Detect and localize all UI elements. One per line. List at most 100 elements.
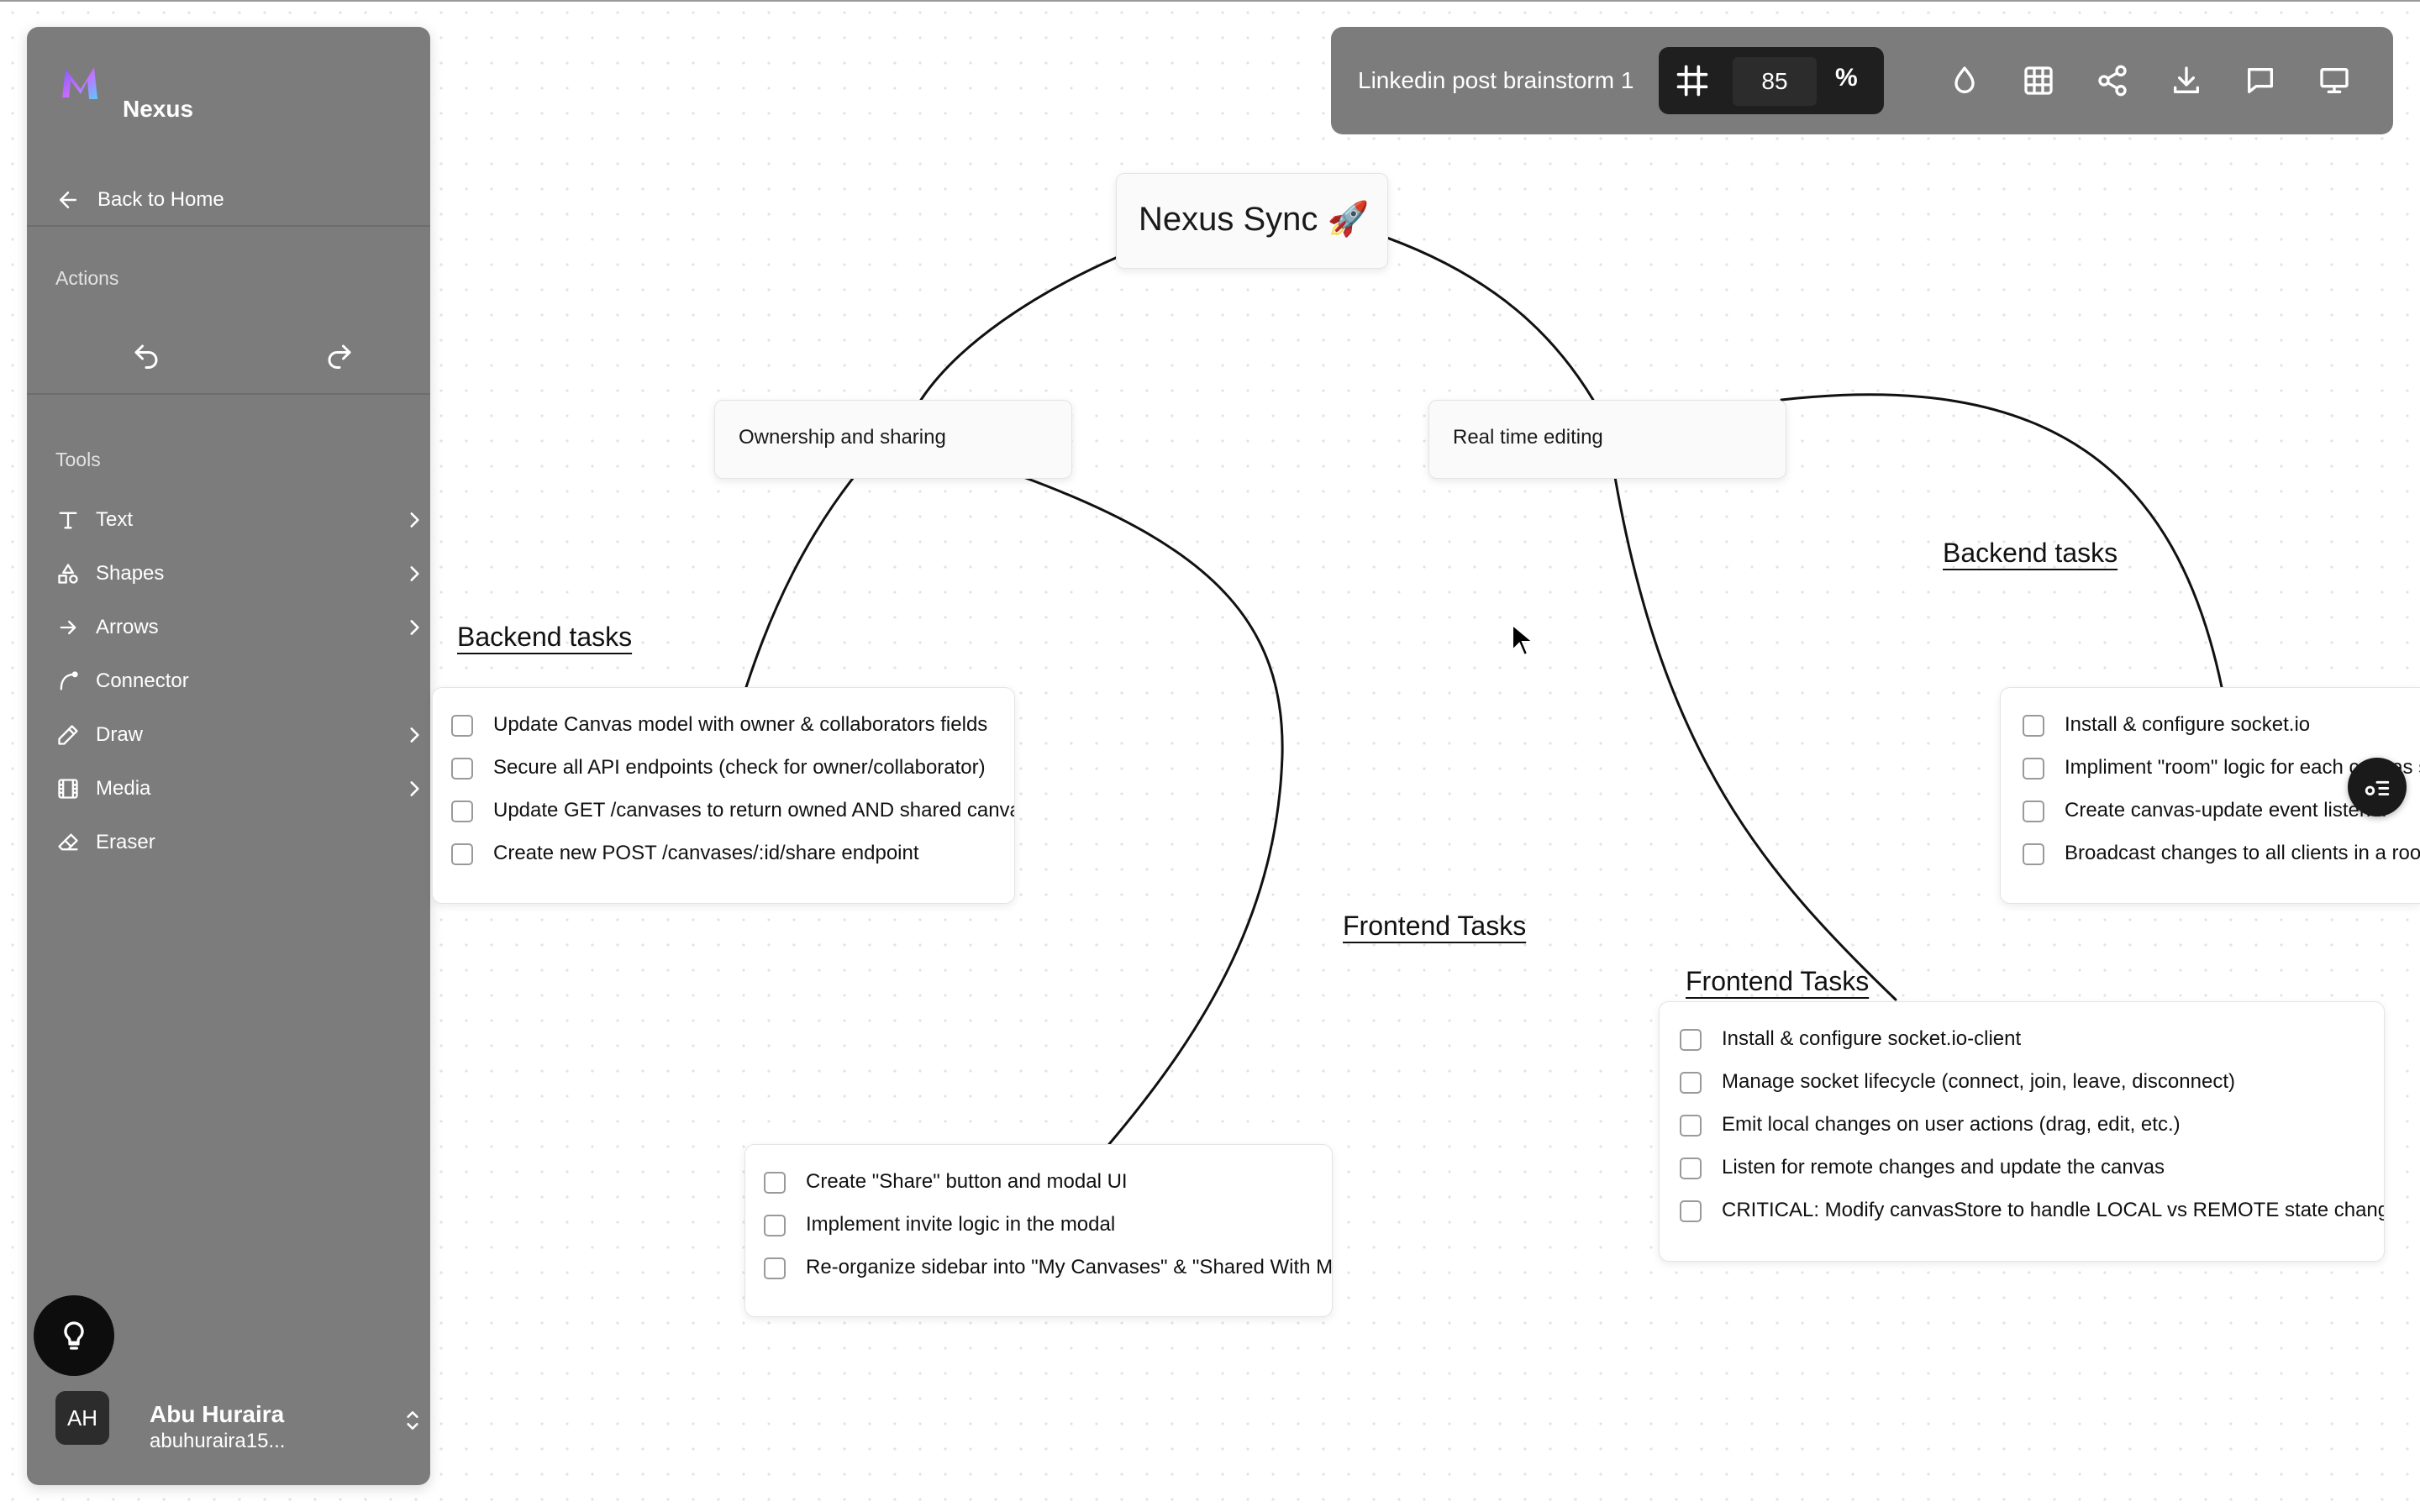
ideas-button[interactable] (34, 1295, 114, 1376)
tool-shapes[interactable]: Shapes (55, 553, 425, 595)
task-label: Re-organize sidebar into "My Canvases" &… (806, 1256, 1333, 1278)
task-label: CRITICAL: Modify canvasStore to handle L… (1722, 1199, 2385, 1221)
task-checkbox[interactable] (1680, 1200, 1702, 1222)
tool-eraser[interactable]: Eraser (55, 822, 425, 864)
comment-icon[interactable] (2244, 64, 2277, 97)
chevron-right-icon (410, 781, 419, 796)
task-label: Update GET /canvases to return owned AND… (493, 799, 1015, 822)
zoom-unit: % (1835, 64, 1858, 92)
color-drop-icon[interactable] (1948, 64, 1981, 97)
edge-ownership-backend (744, 475, 855, 689)
tool-eraser-label: Eraser (96, 831, 155, 853)
presentation-icon[interactable] (2317, 64, 2351, 97)
user-profile-menu[interactable]: AH Abu Huraira abuhuraira15... (55, 1386, 425, 1452)
task-label: Manage socket lifecycle (connect, join, … (1722, 1070, 2235, 1093)
undo-icon[interactable] (131, 341, 161, 371)
task-checkbox[interactable] (2023, 758, 2044, 780)
grid-snap-icon[interactable] (1674, 62, 1711, 99)
tool-draw[interactable]: Draw (55, 714, 425, 756)
list-item: Install & configure socket.io (2001, 706, 2420, 747)
tool-shapes-label: Shapes (96, 562, 165, 585)
task-checkbox[interactable] (1680, 1029, 1702, 1051)
list-item: Update Canvas model with owner & collabo… (433, 706, 1014, 747)
lightbulb-icon (64, 1321, 84, 1350)
task-checkbox[interactable] (1680, 1115, 1702, 1137)
chevron-right-icon (410, 620, 419, 635)
chevron-right-icon (410, 512, 419, 528)
avatar: AH (55, 1391, 109, 1445)
task-checkbox[interactable] (764, 1215, 786, 1236)
branch-node-realtime[interactable]: Real time editing (1428, 400, 1786, 479)
branch-node-label: Ownership and sharing (739, 426, 946, 449)
actions-heading: Actions (55, 267, 119, 289)
mouse-cursor-icon (1512, 623, 1534, 657)
list-item: Create new POST /canvases/:id/share endp… (433, 835, 1014, 875)
list-item: Update GET /canvases to return owned AND… (433, 792, 1014, 832)
task-card-frontend-middle: Create "Share" button and modal UI Imple… (744, 1144, 1333, 1317)
tool-media[interactable]: Media (55, 768, 425, 810)
heading-frontend-tasks-middle[interactable]: Frontend Tasks (1343, 911, 1527, 941)
user-email: abuhuraira15... (150, 1430, 286, 1452)
sidebar-divider (27, 225, 430, 227)
canvas-title[interactable]: Linkedin post brainstorm 1 (1358, 67, 1634, 93)
list-item: Listen for remote changes and update the… (1660, 1149, 2384, 1189)
tool-text[interactable]: Text (55, 499, 425, 541)
arrow-left-icon (60, 192, 76, 208)
task-checkbox[interactable] (451, 715, 473, 737)
task-checkbox[interactable] (451, 801, 473, 822)
shapes-icon (55, 561, 81, 586)
heading-frontend-tasks-right[interactable]: Frontend Tasks (1686, 966, 1870, 996)
task-checkbox[interactable] (451, 758, 473, 780)
sidebar-divider (27, 393, 430, 395)
back-to-home-label: Back to Home (97, 188, 224, 211)
film-icon (55, 776, 81, 801)
task-label: Emit local changes on user actions (drag… (1722, 1113, 2181, 1136)
list-item: Emit local changes on user actions (drag… (1660, 1106, 2384, 1147)
zoom-control: % (1659, 47, 1884, 114)
redo-icon[interactable] (324, 341, 355, 371)
tool-text-label: Text (96, 508, 134, 531)
list-item: Install & configure socket.io-client (1660, 1021, 2384, 1061)
heading-backend-tasks-left[interactable]: Backend tasks (457, 622, 633, 652)
task-label: Update Canvas model with owner & collabo… (493, 713, 988, 736)
task-label: Implement invite logic in the modal (806, 1213, 1116, 1236)
tool-arrows[interactable]: Arrows (55, 606, 425, 648)
tool-connector[interactable]: Connector (55, 660, 425, 702)
download-icon[interactable] (2170, 64, 2203, 97)
back-to-home-link[interactable]: Back to Home (55, 183, 224, 217)
task-checkbox[interactable] (2023, 715, 2044, 737)
chevron-right-icon (410, 727, 419, 743)
branch-node-ownership[interactable]: Ownership and sharing (714, 400, 1072, 479)
task-card-backend-left: Update Canvas model with owner & collabo… (432, 687, 1015, 904)
connector-icon (55, 669, 81, 694)
task-checkbox[interactable] (764, 1172, 786, 1194)
user-name: Abu Huraira (150, 1401, 285, 1427)
task-label: Create "Share" button and modal UI (806, 1170, 1128, 1193)
root-node[interactable]: Nexus Sync 🚀 (1116, 173, 1388, 269)
chevron-up-down-icon (407, 1411, 418, 1430)
task-checkbox[interactable] (2023, 843, 2044, 865)
window-top-border (0, 0, 2420, 2)
task-checkbox[interactable] (451, 843, 473, 865)
task-checkbox[interactable] (1680, 1158, 1702, 1179)
task-checkbox[interactable] (2023, 801, 2044, 822)
table-icon[interactable] (2022, 64, 2055, 97)
nexus-logo-icon (62, 67, 97, 99)
task-label: Listen for remote changes and update the… (1722, 1156, 2165, 1179)
floating-list-button[interactable] (2348, 758, 2407, 816)
list-item: Broadcast changes to all clients in a ro… (2001, 835, 2420, 875)
task-checkbox[interactable] (1680, 1072, 1702, 1094)
arrow-right-icon (55, 615, 81, 640)
chevron-right-icon (410, 566, 419, 581)
task-label: Install & configure socket.io (2065, 713, 2311, 736)
list-item: CRITICAL: Modify canvasStore to handle L… (1660, 1192, 2384, 1232)
task-checkbox[interactable] (764, 1257, 786, 1279)
heading-backend-tasks-right[interactable]: Backend tasks (1943, 538, 2118, 568)
list-item: Implement invite logic in the modal (745, 1206, 1332, 1247)
task-label: Secure all API endpoints (check for owne… (493, 756, 986, 779)
top-toolbar: Linkedin post brainstorm 1 % (1331, 27, 2393, 134)
list-item: Manage socket lifecycle (connect, join, … (1660, 1063, 2384, 1104)
zoom-input[interactable] (1733, 57, 1817, 106)
share-icon[interactable] (2096, 64, 2129, 97)
